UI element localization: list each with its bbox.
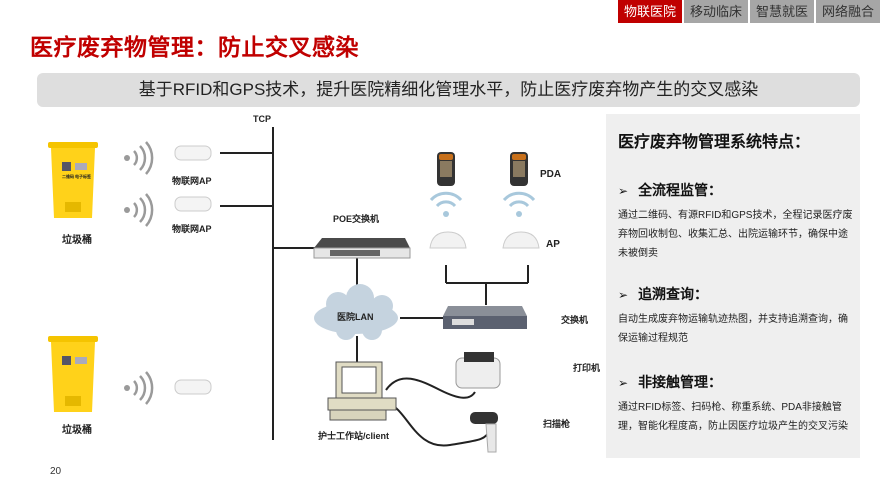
switch-icon xyxy=(443,306,527,329)
feature-contactless: ➢ 非接触管理： 通过RFID标签、扫码枪、称重系统、PDA非接触管理，智能化程度… xyxy=(618,372,854,436)
features-panel: 医疗废弃物管理系统特点： ➢ 全流程监管： 通过二维码、有源RFID和GPS技术，… xyxy=(606,114,860,458)
ap-icon xyxy=(502,231,540,249)
tab-mobile-clinical[interactable]: 移动临床 xyxy=(684,0,749,23)
wireless-signal-icon xyxy=(122,140,154,176)
tab-iot-hospital[interactable]: 物联医院 xyxy=(618,0,683,23)
feature-title: 非接触管理： xyxy=(638,374,723,390)
iot-ap-icon xyxy=(174,196,212,212)
wifi-icon xyxy=(502,191,536,219)
subtitle-banner: 基于RFID和GPS技术，提升医院精细化管理水平，防止医疗废弃物产生的交叉感染 xyxy=(37,73,860,107)
feature-full-process: ➢ 全流程监管： 通过二维码、有源RFID和GPS技术，全程记录医疗废弃物回收制包… xyxy=(618,180,854,263)
workstation-label: 护士工作站/client xyxy=(318,430,389,441)
bin-tag-label: 电子标签 xyxy=(75,173,92,179)
pda-label: PDA xyxy=(540,169,561,180)
feature-text: 自动生成废弃物运输轨迹热图，并支持追溯查询，确保运输过程规范 xyxy=(618,314,848,344)
arrow-bullet-icon: ➢ xyxy=(618,184,629,198)
top-nav-tabs: 物联医院 移动临床 智慧就医 网络融合 xyxy=(618,0,882,23)
trash-bin-label: 垃圾桶 xyxy=(62,423,92,436)
iot-ap-icon xyxy=(174,145,212,161)
iot-ap-label: 物联网AP xyxy=(172,223,212,234)
scanner-icon xyxy=(470,412,498,453)
pda-icon xyxy=(437,152,455,186)
lan-cloud-icon xyxy=(314,284,398,340)
tcp-label: TCP xyxy=(253,114,271,124)
trash-bin-icon xyxy=(48,336,98,412)
arrow-bullet-icon: ➢ xyxy=(618,288,629,302)
arrow-bullet-icon: ➢ xyxy=(618,376,629,390)
trash-bin-label: 垃圾桶 xyxy=(62,233,92,246)
feature-title: 追溯查询： xyxy=(638,286,709,302)
wireless-signal-icon xyxy=(122,370,154,406)
printer-icon xyxy=(455,352,501,389)
page-title: 医疗废弃物管理：防止交叉感染 xyxy=(30,34,359,60)
feature-text: 通过二维码、有源RFID和GPS技术，全程记录医疗废弃物回收制包、收集汇总、出院… xyxy=(618,210,853,259)
iot-ap-label: 物联网AP xyxy=(172,175,212,186)
page-number: 20 xyxy=(50,466,62,477)
feature-traceability: ➢ 追溯查询： 自动生成废弃物运输轨迹热图，并支持追溯查询，确保运输过程规范 xyxy=(618,284,854,348)
features-title: 医疗废弃物管理系统特点： xyxy=(618,134,811,151)
wireless-signal-icon xyxy=(122,192,154,228)
network-diagram: TCP 二维码 电子标签 垃圾桶 物联网AP 物联网AP 垃圾桶 POE交换机 … xyxy=(48,114,600,453)
wifi-icon xyxy=(429,191,463,219)
workstation-icon xyxy=(327,361,397,421)
ap-label: AP xyxy=(546,239,560,250)
printer-label: 打印机 xyxy=(573,362,600,373)
lan-label: 医院LAN xyxy=(337,311,374,322)
trash-bin-icon: 二维码 电子标签 xyxy=(48,142,98,218)
scanner-label: 扫描枪 xyxy=(543,418,571,429)
tab-network[interactable]: 网络融合 xyxy=(816,0,881,23)
iot-ap-icon xyxy=(174,379,212,395)
poe-switch-icon xyxy=(313,238,411,259)
tab-smart-care[interactable]: 智慧就医 xyxy=(750,0,815,23)
bin-qr-label: 二维码 xyxy=(62,173,74,179)
switch-label: 交换机 xyxy=(561,314,588,325)
poe-switch-label: POE交换机 xyxy=(333,213,379,224)
pda-icon xyxy=(510,152,528,186)
feature-text: 通过RFID标签、扫码枪、称重系统、PDA非接触管理，智能化程度高，防止因医疗垃… xyxy=(618,402,848,432)
feature-title: 全流程监管： xyxy=(638,182,723,198)
ap-icon xyxy=(429,231,467,249)
